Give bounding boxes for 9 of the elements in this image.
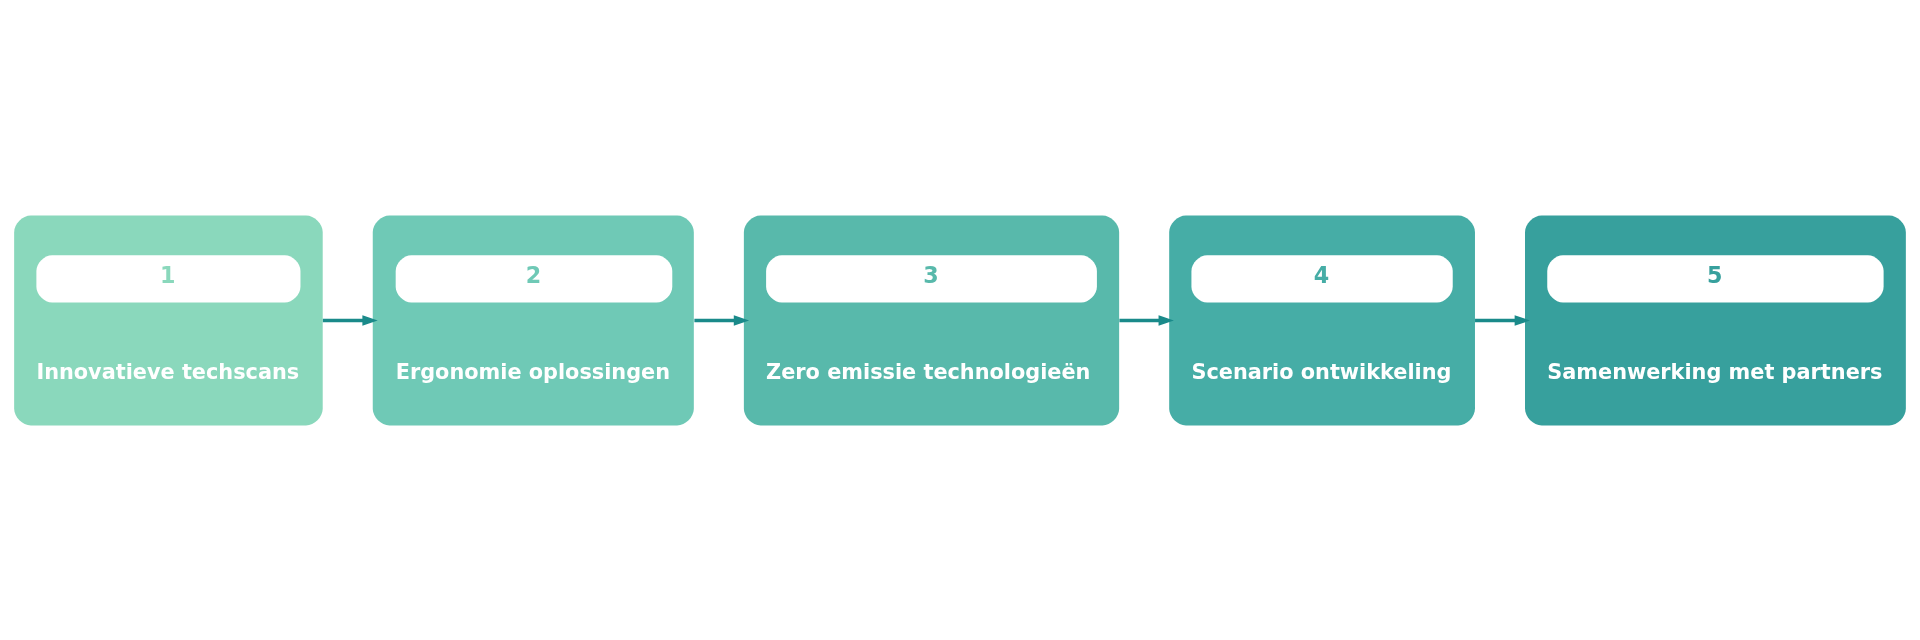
node-box: 4 Scenario ontwikkeling bbox=[1169, 215, 1475, 425]
arrow bbox=[1475, 314, 1530, 326]
node-box: 1 Innovatieve techscans bbox=[14, 215, 323, 425]
node-box: 2 Ergonomie oplossingen bbox=[372, 215, 694, 425]
arrow bbox=[694, 314, 750, 326]
arrow bbox=[1119, 314, 1174, 326]
arrow bbox=[322, 314, 378, 326]
node-box: 5 Samenwerking met partners bbox=[1525, 215, 1906, 425]
node-box: 3 Zero emissie technologieën bbox=[743, 215, 1120, 425]
